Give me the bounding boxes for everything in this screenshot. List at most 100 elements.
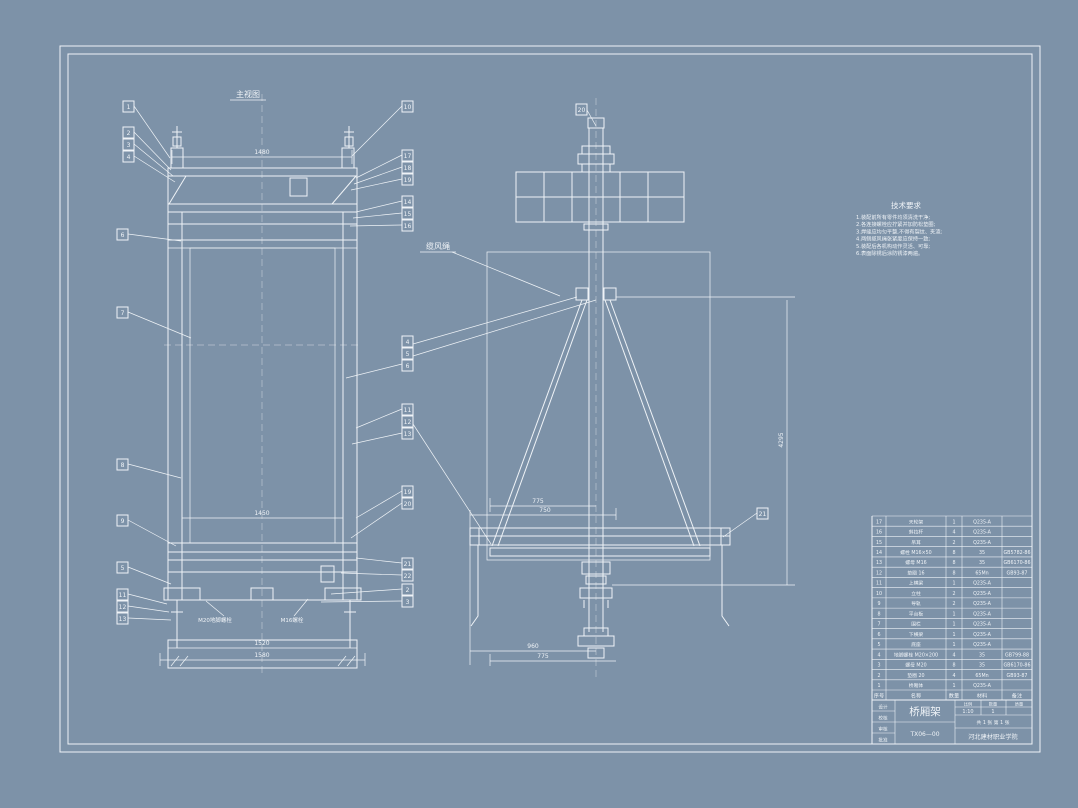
bom-cell: Q235-A: [973, 611, 992, 617]
bom-cell: 4: [877, 652, 880, 658]
bom-cell: 3: [877, 663, 880, 669]
bom-row: 4地脚螺栓 M20×200435GB799-88: [877, 651, 1029, 658]
bom-cell: 8: [952, 560, 955, 566]
balloon-20: 20: [576, 104, 587, 115]
tech-requirement-line: 4.两侧缆风绳张紧度应保持一致;: [856, 235, 930, 243]
bom-row: 12垫圈 16865MnGB93-87: [876, 569, 1028, 576]
bom-cell: 6: [877, 632, 880, 638]
dimension-labels: 14801450152015807757509607754295: [254, 149, 785, 660]
bom-row: 6下横梁1Q235-A: [877, 631, 991, 638]
bom-row: 8平台板1Q235-A: [877, 610, 991, 617]
qty-value: 1: [991, 709, 994, 715]
balloon-number: 20: [578, 107, 586, 114]
weight-label: 质量: [1015, 701, 1023, 708]
tech-requirement-line: 6.表面除锈后涂防锈漆两遍。: [856, 249, 923, 257]
guy-rope-label: 缆风绳: [426, 241, 450, 251]
balloon-13: 13: [402, 428, 413, 439]
balloon-19: 19: [402, 174, 413, 185]
bom-cell: GB799-88: [1005, 652, 1029, 658]
bom-cell: Q235-A: [973, 622, 992, 628]
side-view: [470, 98, 730, 678]
balloon-number: 3: [406, 599, 410, 606]
bom-cell: 4: [952, 673, 955, 679]
bom-row: 9导轨2Q235-A: [877, 600, 991, 607]
balloon-number: 20: [404, 501, 412, 508]
bom-cell: 11: [876, 581, 882, 587]
balloon-12: 12: [117, 601, 128, 612]
balloon-5: 5: [117, 562, 128, 573]
front-view-label: 主视图: [236, 89, 260, 99]
bom-cell: Q235-A: [973, 530, 992, 536]
bolt-annotations: M20地脚螺栓M16螺栓: [198, 616, 304, 624]
bom-cell: 1: [952, 622, 955, 628]
balloon-22: 22: [402, 570, 413, 581]
bom-cell: 1: [952, 632, 955, 638]
part-name: 桥厢架: [909, 706, 941, 718]
balloon-number: 10: [404, 104, 412, 111]
balloon-number: 15: [404, 211, 412, 218]
bom-row: 1桥厢体1Q235-A: [877, 682, 991, 689]
bom-header-cell: 名称: [911, 692, 921, 700]
balloon-number: 8: [121, 462, 125, 469]
balloon-7: 7: [117, 307, 128, 318]
balloon-11: 11: [117, 589, 128, 600]
dimension-label: 4295: [778, 432, 785, 447]
bom-cell: 2: [877, 673, 880, 679]
bom-cell: Q235-A: [973, 591, 992, 597]
balloon-11: 11: [402, 404, 413, 415]
balloon-9: 9: [117, 515, 128, 526]
balloon-6: 6: [402, 360, 413, 371]
bom-cell: Q235-A: [973, 642, 992, 648]
dimension-label: 1580: [254, 652, 269, 659]
balloon-17: 17: [402, 150, 413, 161]
bom-cell: Q235-A: [973, 519, 992, 525]
bom-cell: 1: [952, 581, 955, 587]
bom-row: 15吊耳2Q235-A: [876, 540, 992, 546]
bom-cell: 65Mn: [975, 570, 988, 576]
bom-row: 16斜拉杆4Q235-A: [876, 529, 992, 536]
bom-row: 17天轮架1Q235-A: [876, 518, 992, 525]
bom-cell: 8: [877, 611, 880, 617]
bom-header-cell: 备注: [1012, 692, 1022, 700]
bom-cell: 35: [979, 652, 985, 658]
title-field-check: 校核: [878, 715, 888, 722]
bom-cell: 15: [876, 540, 882, 546]
bom-cell: 13: [876, 560, 882, 566]
balloon-14: 14: [402, 196, 413, 207]
bom-cell: 上横梁: [909, 580, 924, 587]
bom-cell: 1: [952, 683, 955, 689]
qty-label: 数量: [989, 701, 997, 708]
bom-cell: 1: [952, 611, 955, 617]
bom-cell: 底座: [911, 641, 921, 648]
bom-cell: Q235-A: [973, 601, 992, 607]
balloon-10: 10: [402, 101, 413, 112]
drawing-number: TX06—00: [909, 731, 939, 738]
bom-header-cell: 数量: [949, 692, 959, 700]
front-view: [164, 94, 361, 676]
dimension-label: 960: [527, 643, 539, 650]
balloon-21: 21: [757, 508, 768, 519]
bom-cell: 8: [952, 663, 955, 669]
balloon-number: 13: [119, 616, 127, 623]
balloon-number: 17: [404, 153, 412, 160]
balloon-number: 5: [406, 351, 410, 358]
bom-header-cell: 序号: [874, 692, 884, 700]
balloon-number: 12: [119, 604, 127, 611]
bom-cell: Q235-A: [973, 581, 992, 587]
bom-cell: 立柱: [911, 590, 921, 597]
tech-requirement-line: 2.各连接螺栓应拧紧并加防松垫圈;: [856, 220, 936, 228]
balloon-number: 1: [127, 104, 131, 111]
title-field-design: 设计: [878, 704, 888, 711]
balloon-number: 21: [404, 561, 412, 568]
bom-cell: 下横梁: [909, 631, 924, 638]
bom-cell: 2: [952, 601, 955, 607]
bom-cell: 4: [952, 530, 955, 536]
bom-cell: 4: [952, 652, 955, 658]
balloon-number: 12: [404, 419, 412, 426]
balloon-number: 11: [119, 592, 127, 599]
tech-requirement-line: 5.装配后各机构动作灵活、可靠;: [856, 242, 930, 250]
bom-cell: 35: [979, 663, 985, 669]
bom-cell: 螺母 M20: [905, 662, 926, 669]
bom-cell: GB5782-86: [1003, 550, 1030, 556]
bom-cell: 14: [876, 550, 882, 556]
